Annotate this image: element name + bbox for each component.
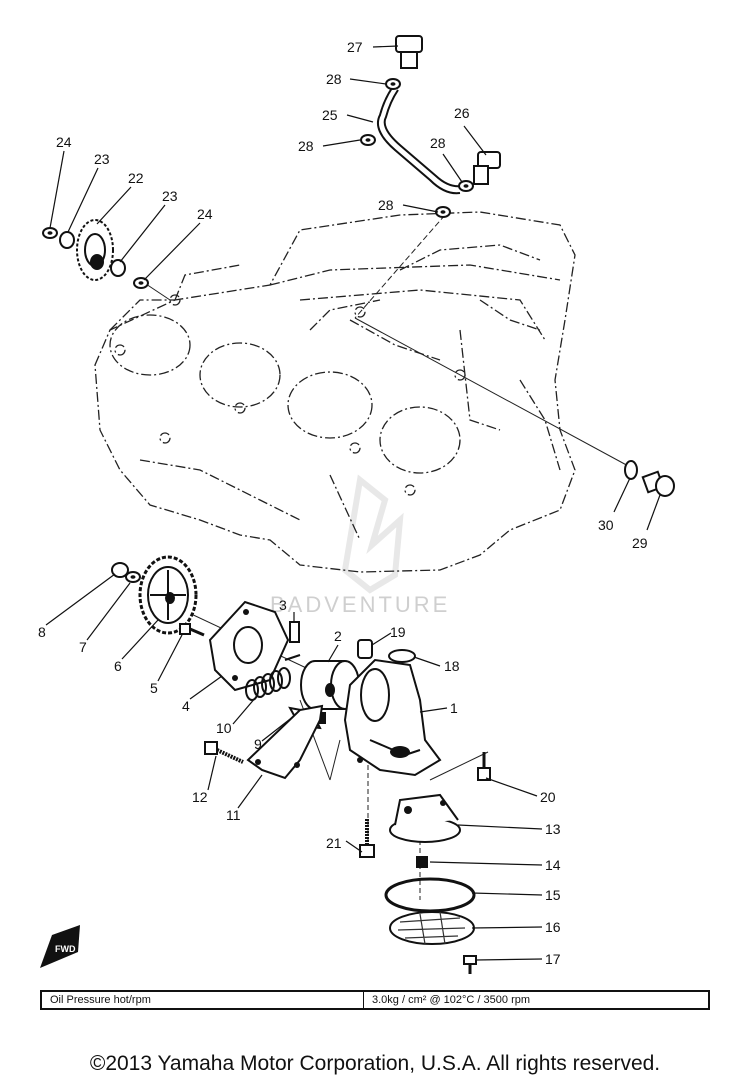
o-ring-18 (388, 649, 416, 663)
callout-24: 24 (197, 206, 213, 222)
callout-23: 23 (94, 151, 110, 167)
callout-6: 6 (114, 658, 122, 674)
callout-11: 11 (226, 807, 241, 823)
callout-30: 30 (598, 517, 614, 533)
copyright-notice: ©2013 Yamaha Motor Corporation, U.S.A. A… (89, 1052, 661, 1075)
oil-pressure-spec-table: Oil Pressure hot/rpm 3.0kg / cm² @ 102°C… (40, 990, 710, 1010)
callout-17: 17 (545, 951, 561, 967)
bolt-20 (477, 752, 491, 781)
callout-16: 16 (545, 919, 561, 935)
dowel-19 (357, 639, 373, 659)
callout-9: 9 (254, 736, 262, 752)
callout-10: 10 (216, 720, 232, 736)
callout-14: 14 (545, 857, 561, 873)
callout-4: 4 (182, 698, 190, 714)
callout-28: 28 (378, 197, 394, 213)
circlip-8 (111, 562, 129, 578)
forward-arrow-icon: FWD (40, 925, 80, 968)
callout-25: 25 (322, 107, 338, 123)
strainer-housing-13 (389, 793, 461, 843)
o-ring-15 (384, 877, 476, 913)
callout-2: 2 (334, 628, 342, 644)
washer-7 (125, 571, 141, 583)
callout-26: 26 (454, 105, 470, 121)
plug-14 (416, 856, 428, 868)
screw-5 (179, 623, 205, 637)
callout-15: 15 (545, 887, 561, 903)
spec-value: 3.0kg / cm² @ 102°C / 3500 rpm (372, 994, 531, 1006)
dowel-pin-3 (289, 621, 300, 643)
callout-21: 21 (326, 835, 342, 851)
watermark-text: BADVENTURE (270, 592, 450, 617)
callout-1: 1 (450, 700, 458, 716)
pump-body-1 (343, 658, 442, 777)
oil-delivery-pipe (376, 87, 463, 195)
strainer-screen-16 (389, 911, 475, 945)
spec-label: Oil Pressure hot/rpm (42, 992, 364, 1008)
callout-28: 28 (430, 135, 446, 151)
gasket-11 (246, 704, 324, 780)
callout-24: 24 (56, 134, 72, 150)
forward-arrow-label: FWD (55, 944, 76, 954)
callout-28: 28 (326, 71, 342, 87)
callout-13: 13 (545, 821, 561, 837)
assembly-lines (139, 214, 633, 900)
callout-27: 27 (347, 39, 363, 55)
callout-3: 3 (279, 597, 287, 613)
bolt-21 (359, 818, 375, 858)
pump-cover-4 (208, 600, 290, 692)
relief-spring-10 (245, 667, 291, 701)
callout-5: 5 (150, 680, 158, 696)
crankcase-outline (94, 211, 576, 573)
callout-23: 23 (162, 188, 178, 204)
callout-22: 22 (128, 170, 144, 186)
callout-12: 12 (192, 789, 208, 805)
gear-22 (76, 219, 114, 281)
callout-18: 18 (444, 658, 460, 674)
callout-19: 19 (390, 624, 406, 640)
screw-17 (463, 955, 477, 974)
callout-labels: 27 28 25 26 28 28 28 24 23 22 23 24 30 2… (38, 39, 648, 967)
callout-7: 7 (79, 639, 87, 655)
watermark-logo (341, 474, 404, 594)
bolt-12 (204, 741, 244, 764)
callout-20: 20 (540, 789, 556, 805)
union-bolt-26 (473, 151, 501, 185)
washers-23-24 (42, 227, 149, 289)
callout-29: 29 (632, 535, 648, 551)
callout-leaders (45, 45, 661, 961)
callout-8: 8 (38, 624, 46, 640)
plug-29-washer-30 (624, 460, 675, 497)
callout-28: 28 (298, 138, 314, 154)
union-bolt-27 (395, 35, 423, 69)
pump-gear-6 (138, 555, 198, 635)
